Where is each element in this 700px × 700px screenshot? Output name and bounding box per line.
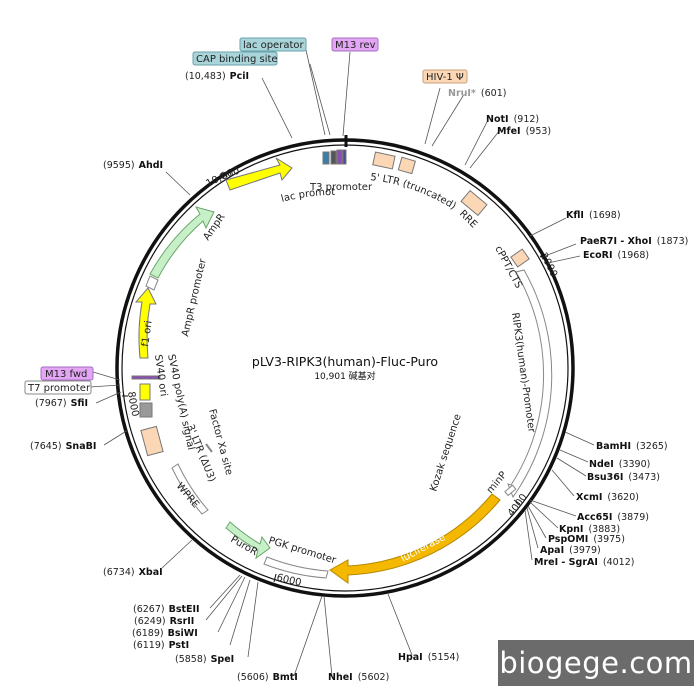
site-pcii: (10,483)PciI (185, 71, 249, 82)
feature-ripk3-promoter (507, 269, 553, 499)
label-sv40-polya: SV40 poly(A) signal (165, 353, 196, 451)
label-ampr-promoter: AmpR promoter (180, 257, 209, 338)
label-ripk3: RIPK3(human)-Promoter (509, 312, 537, 434)
feature-minp (504, 484, 517, 497)
feature-rre (460, 189, 488, 217)
tag-t7: T7 promoter (27, 383, 91, 394)
label-5ltr: 5' LTR (truncated) (370, 172, 458, 212)
site-bsu36i: Bsu36I(3473) (587, 472, 660, 483)
plasmid-size: 10,901 碱基对 (314, 370, 375, 382)
site-mrei: MreI - SgrAI(4012) (534, 557, 634, 568)
site-nrui: NruI*(601) (448, 88, 506, 99)
tick-mark-2000 (539, 253, 547, 258)
site-xcmi: XcmI(3620) (576, 492, 639, 503)
tick-mark-4000 (513, 499, 521, 505)
site-snabi: (7645)SnaBI (30, 441, 96, 452)
feature-wpre (171, 463, 209, 515)
site-psti: (6119)PstI (133, 640, 189, 651)
site-xbai: (6734)XbaI (103, 567, 163, 578)
feature-t3-mark (342, 149, 347, 165)
site-ndei: NdeI(3390) (589, 459, 650, 470)
site-pspomi: PspOMI(3975) (548, 534, 625, 545)
feature-pgk-promoter (263, 556, 329, 579)
feature-puror (225, 521, 271, 560)
watermark: biogege.com (498, 640, 694, 686)
site-mfei: MfeI(953) (497, 126, 551, 137)
tag-cap: CAP binding site (196, 54, 278, 65)
feature-3ltr (140, 425, 164, 457)
feature-labels: ori lac promoter T3 promoter 5' LTR (tru… (0, 0, 537, 567)
tag-m13-fwd: M13 fwd (45, 369, 87, 380)
site-leaders (89, 49, 595, 677)
tag-hiv-box (422, 69, 468, 84)
site-apai: ApaI(3979) (540, 545, 601, 556)
tag-m13-rev: M13 rev (335, 40, 376, 51)
feature-ampr (149, 206, 215, 279)
label-t3-promoter: T3 promoter (309, 182, 373, 193)
site-sfii: (7967)SfiI (35, 398, 88, 409)
feature-factor-xa (205, 443, 213, 453)
tick-8000: 8000 (125, 391, 141, 418)
feature-m13-rev (336, 149, 343, 165)
tag-hiv: HIV-1 Ψ (426, 72, 464, 83)
tag-lac-operator: lac operator (243, 40, 304, 51)
feature-f1-ori (134, 287, 157, 359)
site-paer7i: PaeR7I - XhoI(1873) (580, 236, 688, 247)
tag-cap-box (192, 51, 278, 66)
site-bmti: (5606)BmtI (237, 672, 298, 683)
site-acc65i: Acc65I(3879) (577, 512, 649, 523)
feature-5ltr-box-2 (397, 156, 417, 175)
site-hpai: HpaI(5154) (398, 652, 459, 663)
feature-ori (225, 157, 293, 191)
tag-m13-fwd-box (40, 366, 94, 381)
site-ecori: EcoRI(1968) (583, 250, 649, 261)
tag-lac-operator-box (239, 37, 307, 52)
label-ori: ori (218, 168, 233, 182)
feature-5ltr-box-1 (372, 151, 396, 170)
site-bsiwi: (6189)BsiWI (132, 628, 198, 639)
tick-mark-6000 (273, 573, 277, 583)
feature-luciferase (329, 493, 501, 584)
plasmid-name: pLV3-RIPK3(human)-Fluc-Puro (252, 354, 438, 369)
tag-m13-rev-box (331, 37, 379, 52)
site-spei: (5858)SpeI (175, 654, 234, 665)
site-kfli: KflI(1698) (566, 210, 621, 221)
feature-gray-block (139, 402, 153, 418)
label-kozak: Kozak sequence (428, 413, 463, 493)
feature-sv40-ori-box (139, 383, 151, 401)
feature-cap-site (330, 150, 337, 165)
tag-boxes: lac operator CAP binding site M13 rev HI… (24, 37, 468, 395)
site-ahdi: (9595)AhdI (103, 160, 163, 171)
feature-ampr-promoter (145, 275, 159, 291)
site-bamhi: BamHI(3265) (596, 441, 668, 452)
restriction-sites: (10,483)PciI NruI*(601) NotI(912) MfeI(9… (30, 71, 688, 683)
site-kpni: KpnI(3883) (559, 524, 620, 535)
feature-m13-fwd-mark (131, 375, 161, 380)
tag-t7-box (24, 380, 92, 395)
site-noti: NotI(912) (486, 114, 539, 125)
feature-cppt (510, 248, 530, 268)
site-bsteii: (6267)BstEII (133, 604, 200, 615)
features (131, 149, 553, 584)
label-f1-ori: f1 ori (140, 320, 155, 347)
site-rsrii: (6249)RsrII (134, 616, 194, 627)
site-nhei: NheI(5602) (328, 672, 389, 683)
feature-lac-operator (322, 151, 330, 165)
